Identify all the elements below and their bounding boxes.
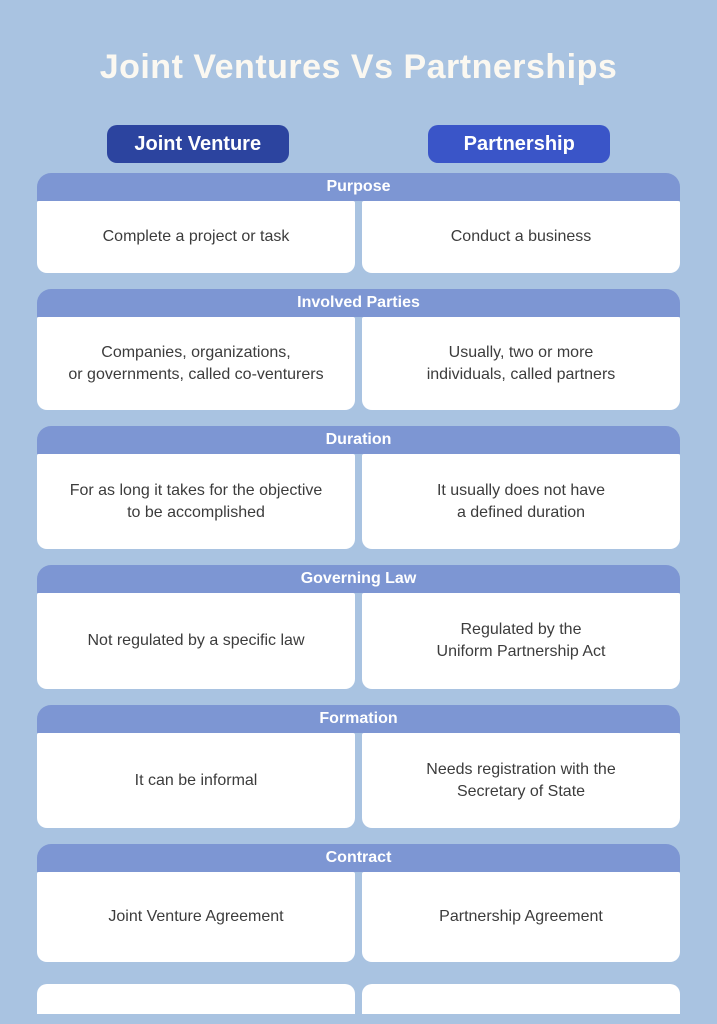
section-title: Contract <box>37 844 680 872</box>
cutoff-cell-right <box>362 984 680 1014</box>
section-cells: It can be informal Needs registration wi… <box>37 733 680 828</box>
section-title: Purpose <box>37 173 680 201</box>
column-header-right: Partnership <box>359 125 681 163</box>
cutoff-cell-left <box>37 984 355 1014</box>
section-governing-law: Governing Law Not regulated by a specifi… <box>37 565 680 689</box>
partnership-cell: Partnership Agreement <box>362 872 680 962</box>
partnership-column-label: Partnership <box>428 125 611 163</box>
joint-venture-cell: It can be informal <box>37 733 355 828</box>
partnership-cell: Usually, two or more individuals, called… <box>362 317 680 410</box>
section-cells: Joint Venture Agreement Partnership Agre… <box>37 872 680 962</box>
joint-venture-cell: For as long it takes for the objective t… <box>37 454 355 549</box>
section-title: Governing Law <box>37 565 680 593</box>
joint-venture-column-label: Joint Venture <box>106 125 289 163</box>
comparison-sections: Purpose Complete a project or task Condu… <box>37 173 680 962</box>
partnership-cell: Needs registration with the Secretary of… <box>362 733 680 828</box>
section-duration: Duration For as long it takes for the ob… <box>37 426 680 549</box>
section-cells: Complete a project or task Conduct a bus… <box>37 201 680 273</box>
joint-venture-cell: Complete a project or task <box>37 201 355 273</box>
partnership-cell: It usually does not have a defined durat… <box>362 454 680 549</box>
column-headers: Joint Venture Partnership <box>37 125 680 163</box>
cutoff-next-row <box>37 984 680 1014</box>
column-header-left: Joint Venture <box>37 125 359 163</box>
joint-venture-cell: Not regulated by a specific law <box>37 593 355 689</box>
joint-venture-cell: Companies, organizations, or governments… <box>37 317 355 410</box>
section-cells: For as long it takes for the objective t… <box>37 454 680 549</box>
section-purpose: Purpose Complete a project or task Condu… <box>37 173 680 273</box>
section-contract: Contract Joint Venture Agreement Partner… <box>37 844 680 962</box>
section-title: Formation <box>37 705 680 733</box>
partnership-cell: Conduct a business <box>362 201 680 273</box>
section-title: Duration <box>37 426 680 454</box>
section-cells: Companies, organizations, or governments… <box>37 317 680 410</box>
section-involved-parties: Involved Parties Companies, organization… <box>37 289 680 410</box>
partnership-cell: Regulated by the Uniform Partnership Act <box>362 593 680 689</box>
joint-venture-cell: Joint Venture Agreement <box>37 872 355 962</box>
section-title: Involved Parties <box>37 289 680 317</box>
section-cells: Not regulated by a specific law Regulate… <box>37 593 680 689</box>
page-title: Joint Ventures Vs Partnerships <box>99 48 618 86</box>
section-formation: Formation It can be informal Needs regis… <box>37 705 680 828</box>
